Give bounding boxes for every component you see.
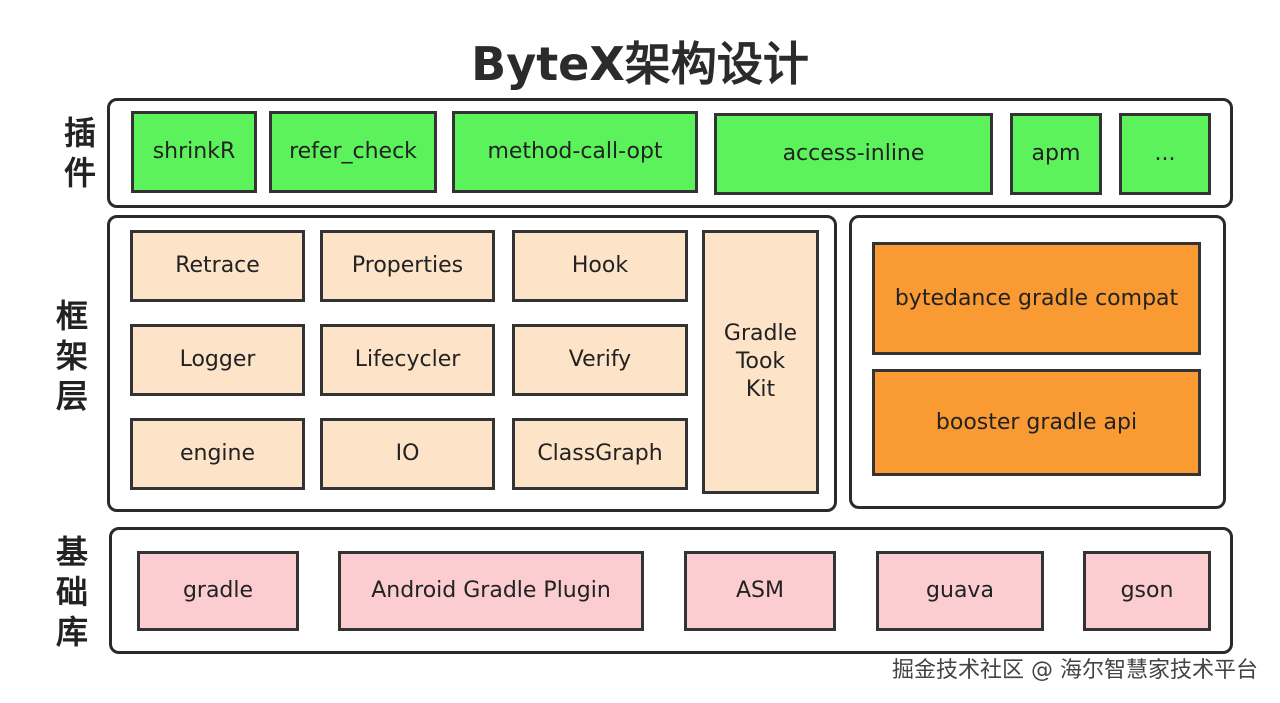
base-android-gradle-plugin[interactable]: Android Gradle Plugin: [338, 551, 644, 631]
gradle-took-kit-label: Gradle Took Kit: [723, 321, 798, 402]
base-gson[interactable]: gson: [1083, 551, 1211, 631]
framework-bytedance-gradle-compat[interactable]: bytedance gradle compat: [872, 242, 1201, 355]
base-gradle[interactable]: gradle: [137, 551, 299, 631]
framework-verify[interactable]: Verify: [512, 324, 688, 396]
plugin-refer-check[interactable]: refer_check: [269, 111, 437, 193]
framework-io[interactable]: IO: [320, 418, 495, 490]
watermark-footer: 掘金技术社区 @ 海尔智慧家技术平台: [892, 658, 1258, 683]
base-asm[interactable]: ASM: [684, 551, 836, 631]
framework-properties[interactable]: Properties: [320, 230, 495, 302]
framework-hook[interactable]: Hook: [512, 230, 688, 302]
framework-engine[interactable]: engine: [130, 418, 305, 490]
framework-logger[interactable]: Logger: [130, 324, 305, 396]
plugin-apm[interactable]: apm: [1010, 113, 1102, 195]
plugin-access-inline[interactable]: access-inline: [714, 113, 993, 195]
framework-booster-gradle-api[interactable]: booster gradle api: [872, 369, 1201, 476]
base-layer-label: 基础库: [55, 533, 88, 651]
plugin-method-call-opt[interactable]: method-call-opt: [452, 111, 698, 193]
framework-lifecycler[interactable]: Lifecycler: [320, 324, 495, 396]
framework-gradle-took-kit[interactable]: Gradle Took Kit: [702, 230, 819, 494]
diagram-title: ByteX架构设计: [471, 37, 809, 91]
framework-retrace[interactable]: Retrace: [130, 230, 305, 302]
base-guava[interactable]: guava: [876, 551, 1044, 631]
plugins-layer-label: 插件: [63, 114, 96, 192]
framework-classgraph[interactable]: ClassGraph: [512, 418, 688, 490]
plugin-more[interactable]: ...: [1119, 113, 1211, 195]
plugin-shrinkr[interactable]: shrinkR: [131, 111, 257, 193]
framework-layer-label: 框架层: [55, 297, 88, 415]
